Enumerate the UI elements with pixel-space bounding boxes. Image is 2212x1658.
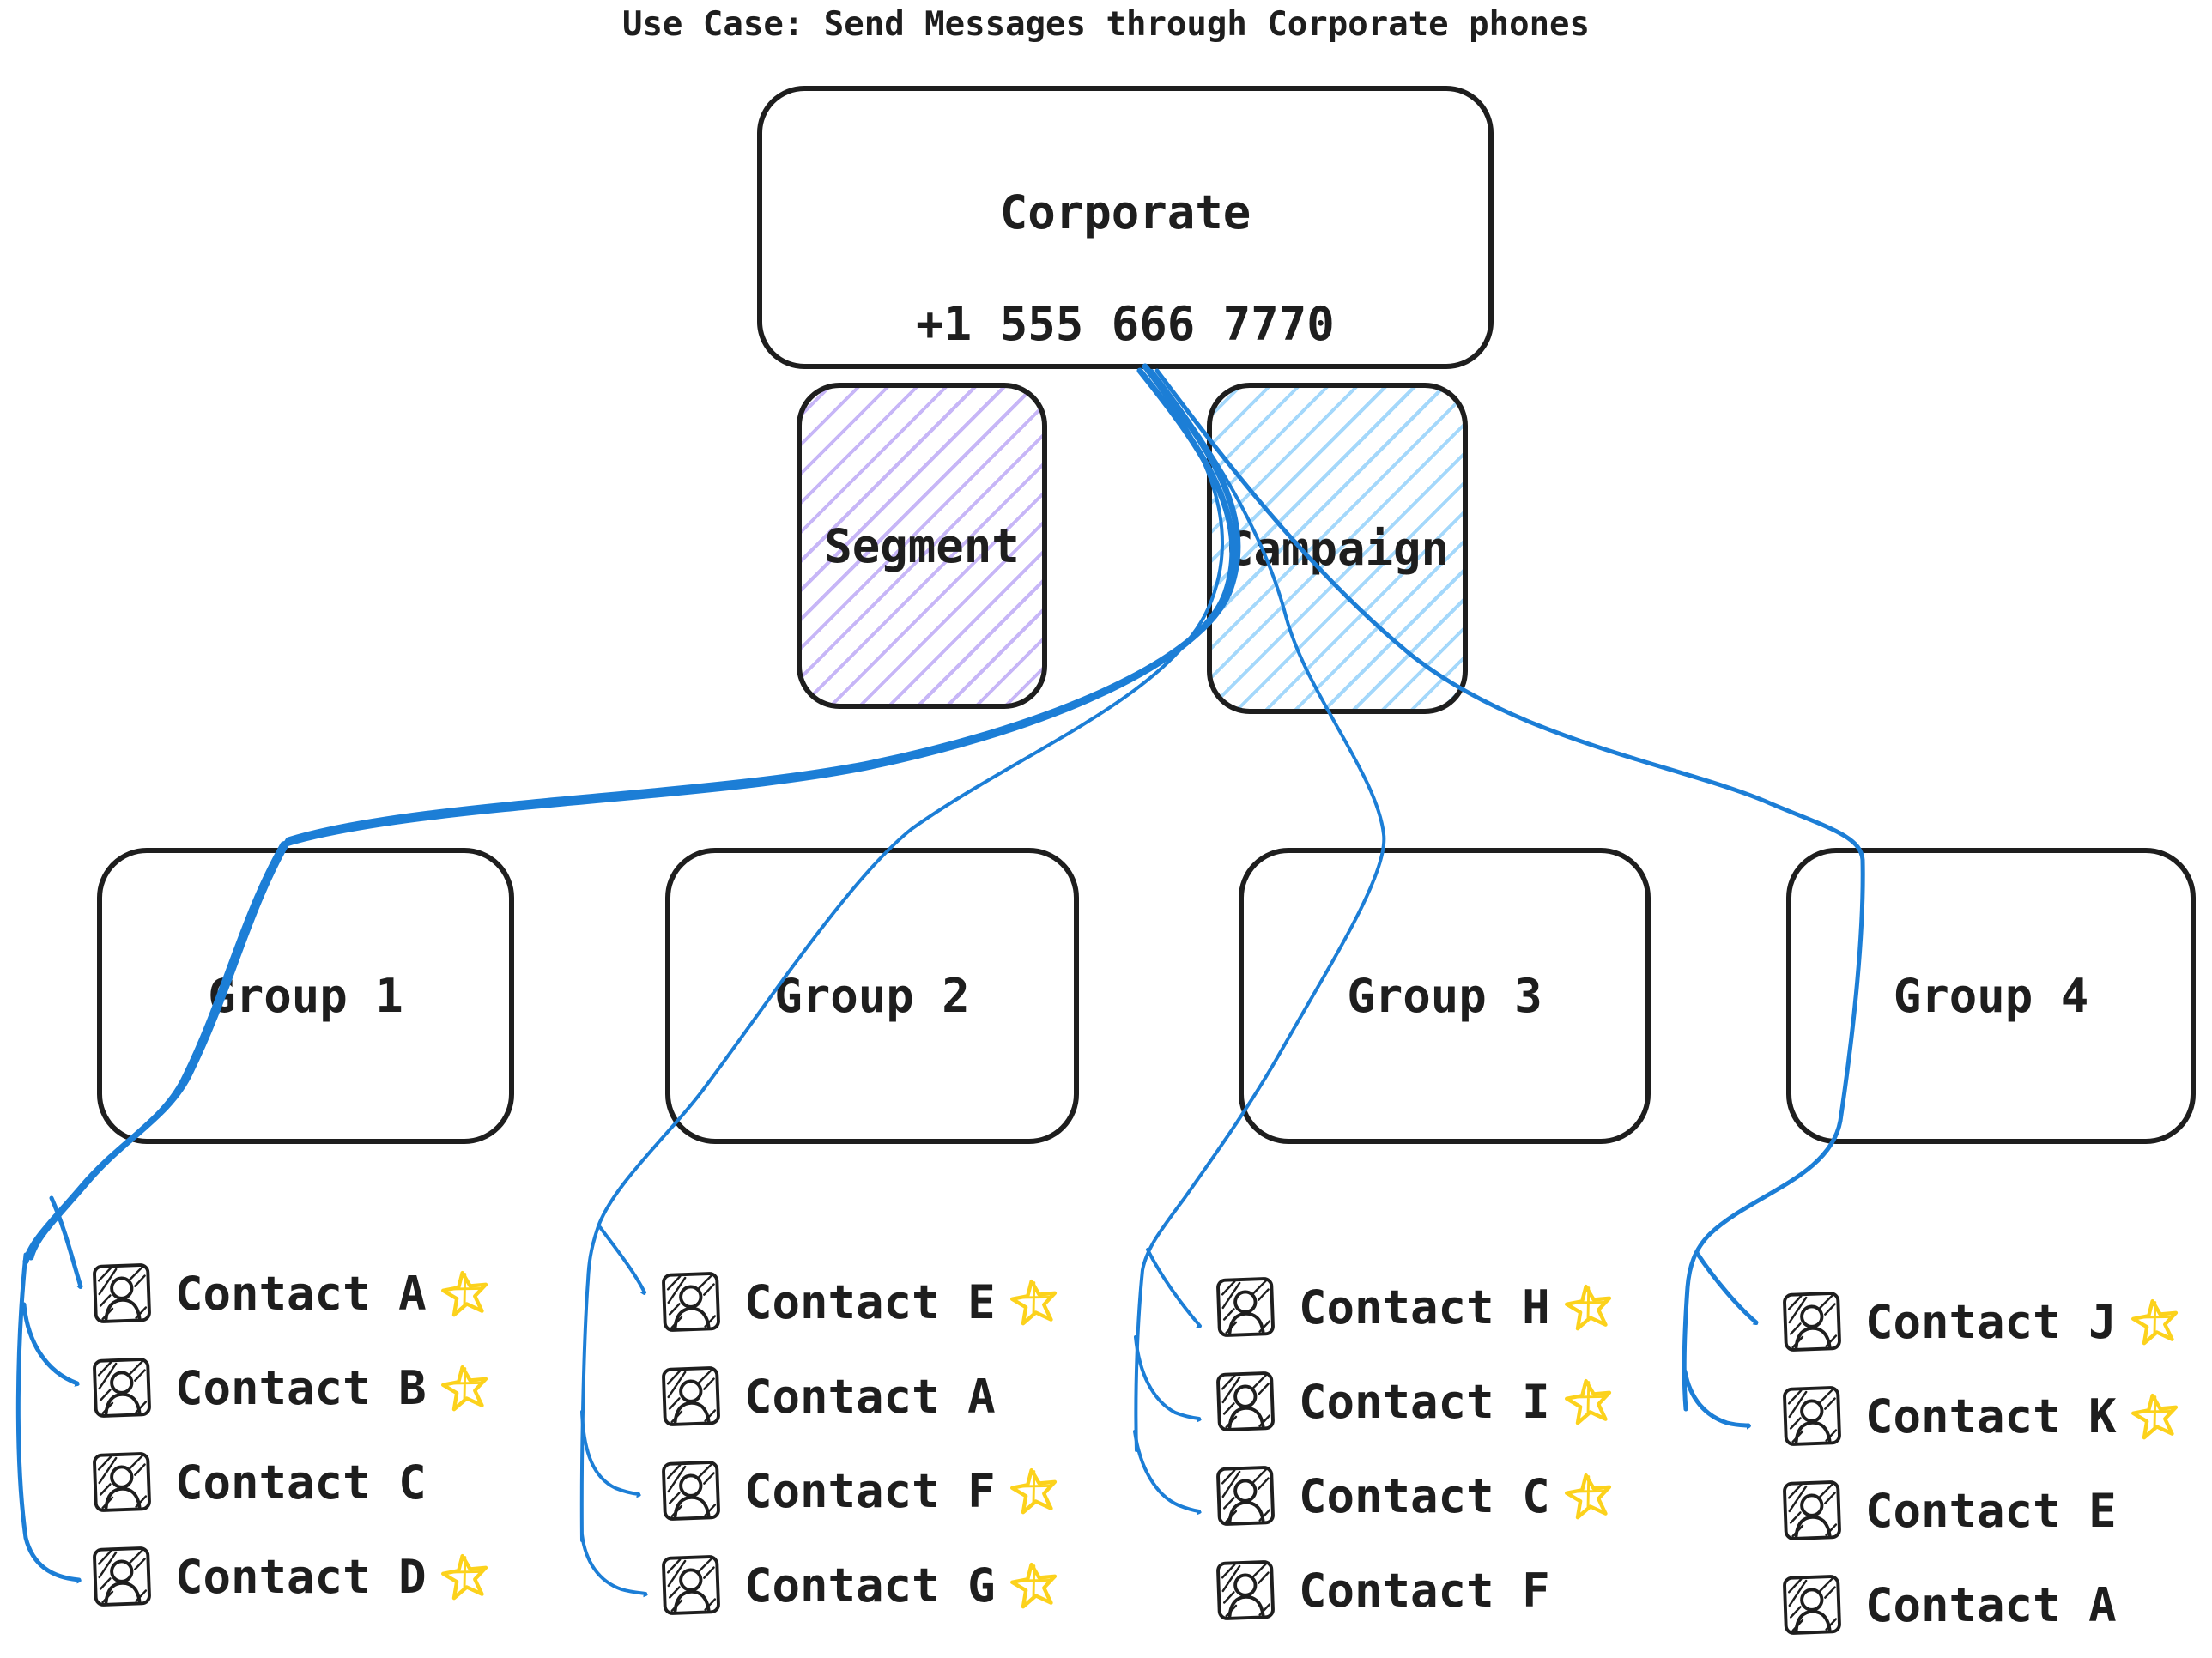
contact-name: Contact C <box>1299 1468 1550 1523</box>
contact-name: Contact D <box>175 1549 427 1604</box>
contact-card-icon <box>1215 1276 1276 1338</box>
contact-row: Contact F <box>660 1459 1059 1522</box>
contact-name: Contact A <box>1865 1577 2117 1632</box>
contact-card-icon <box>1215 1371 1276 1432</box>
contact-card-icon <box>1782 1291 1842 1352</box>
star-icon <box>1006 1557 1063 1613</box>
contact-card-icon <box>661 1554 721 1616</box>
contact-row: Contact K <box>1781 1384 2180 1448</box>
contact-name: Contact F <box>744 1463 996 1518</box>
contact-row: Contact F <box>1215 1558 1614 1622</box>
star-icon <box>1006 1462 1063 1519</box>
group-2-contact-list: Contact E Contact A Contact F Contact G <box>660 1270 1059 1648</box>
contact-name: Contact H <box>1299 1280 1550 1334</box>
contact-name: Contact F <box>1299 1563 1550 1618</box>
contact-card-icon <box>661 1365 721 1427</box>
contact-card-icon <box>92 1546 152 1607</box>
contact-row: Contact J <box>1781 1290 2180 1353</box>
corporate-box: Corporate +1 555 666 7770 <box>757 86 1494 369</box>
contact-name: Contact C <box>175 1455 427 1510</box>
group-1-contact-list: Contact A Contact B Contact C Contact D <box>91 1262 490 1639</box>
diagram-title: Use Case: Send Messages through Corporat… <box>621 5 1591 44</box>
segment-label: Segment <box>824 518 1020 573</box>
contact-row: Contact A <box>660 1365 1059 1428</box>
group-2-label: Group 2 <box>774 969 970 1023</box>
group-4-contact-list: Contact J Contact K Contact E Contact A <box>1781 1290 2180 1658</box>
group-1-box: Group 1 <box>97 848 514 1144</box>
campaign-box: Campaign <box>1207 383 1468 714</box>
contact-card-icon <box>92 1357 152 1419</box>
contact-row: Contact C <box>91 1450 490 1514</box>
contact-name: Contact E <box>1865 1483 2117 1538</box>
contact-name: Contact A <box>175 1266 427 1321</box>
group-4-box: Group 4 <box>1786 848 2196 1144</box>
contact-name: Contact E <box>744 1274 996 1329</box>
group-2-box: Group 2 <box>665 848 1079 1144</box>
star-icon <box>1006 1274 1063 1330</box>
contact-name: Contact B <box>175 1360 427 1415</box>
contact-card-icon <box>1782 1479 1842 1541</box>
corporate-label: Corporate <box>999 185 1251 239</box>
star-icon <box>2127 1293 2184 1350</box>
star-icon <box>437 1548 494 1605</box>
contact-card-icon <box>1215 1465 1276 1527</box>
contact-name: Contact K <box>1865 1389 2117 1443</box>
corporate-phone: +1 555 666 7770 <box>916 297 1335 351</box>
contact-card-icon <box>661 1271 721 1333</box>
star-icon <box>437 1359 494 1416</box>
contact-name: Contact A <box>744 1369 996 1424</box>
contact-name: Contact I <box>1299 1374 1550 1429</box>
segment-box: Segment <box>797 383 1047 709</box>
contact-row: Contact I <box>1215 1370 1614 1433</box>
contact-row: Contact E <box>1781 1479 2180 1542</box>
contact-row: Contact E <box>660 1270 1059 1334</box>
contact-row: Contact A <box>91 1262 490 1325</box>
group-3-contact-list: Contact H Contact I Contact C Contact F <box>1215 1275 1614 1653</box>
star-icon <box>1561 1373 1617 1430</box>
contact-row: Contact B <box>91 1356 490 1419</box>
group-3-box: Group 3 <box>1239 848 1651 1144</box>
contact-card-icon <box>1782 1574 1842 1636</box>
contact-row: Contact D <box>91 1545 490 1608</box>
contact-row: Contact A <box>1781 1573 2180 1637</box>
group-4-label: Group 4 <box>1893 969 2089 1023</box>
contact-card-icon <box>92 1262 152 1324</box>
contact-card-icon <box>92 1451 152 1513</box>
star-icon <box>1561 1467 1617 1524</box>
star-icon <box>437 1265 494 1322</box>
contact-row: Contact C <box>1215 1464 1614 1528</box>
star-icon <box>2127 1388 2184 1444</box>
group-3-label: Group 3 <box>1347 969 1542 1023</box>
contact-card-icon <box>661 1460 721 1522</box>
contact-card-icon <box>1782 1385 1842 1447</box>
contact-row: Contact G <box>660 1553 1059 1617</box>
contact-card-icon <box>1215 1559 1276 1621</box>
campaign-label: Campaign <box>1225 521 1450 576</box>
contact-name: Contact G <box>744 1558 996 1613</box>
group-1-label: Group 1 <box>208 969 403 1023</box>
star-icon <box>1561 1279 1617 1335</box>
contact-name: Contact J <box>1865 1294 2117 1349</box>
contact-row: Contact H <box>1215 1275 1614 1339</box>
